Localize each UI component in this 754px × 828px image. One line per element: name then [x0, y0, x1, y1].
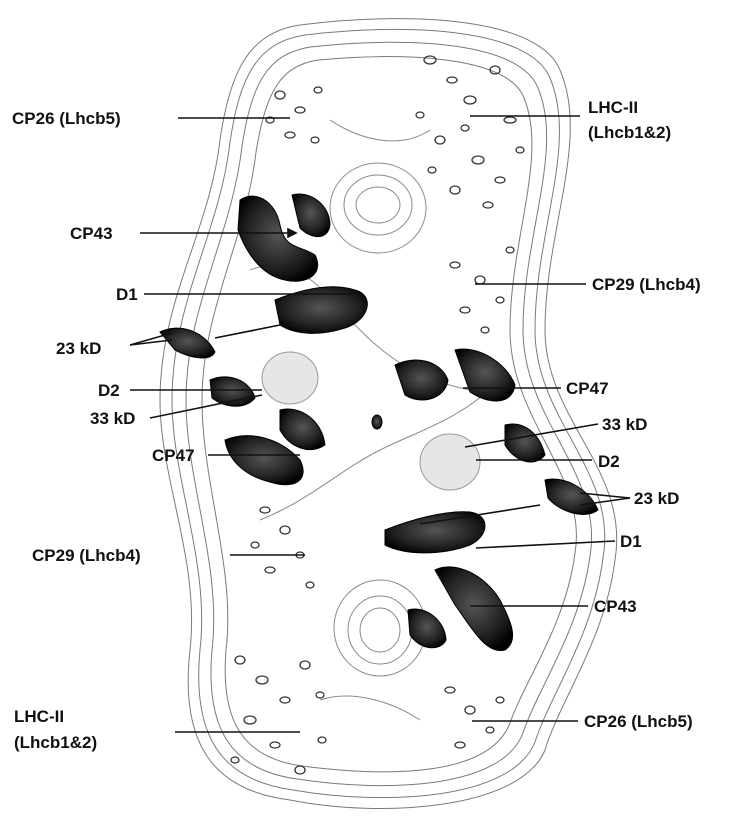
label-lhcii-bottom-line2: (Lhcb1&2)	[14, 733, 97, 752]
label-lhcii-bottom-line1: LHC-II	[14, 707, 64, 726]
label-lhcii-top-line1: LHC-II	[588, 98, 638, 117]
cp26-top-patch	[266, 87, 322, 143]
cp43-bottom-density	[435, 567, 513, 651]
cp29-left-patch	[251, 507, 314, 588]
cp47-left-density-2	[280, 409, 325, 450]
kd23-right-density	[545, 479, 598, 514]
label-cp26-bottom: CP26 (Lhcb5)	[584, 712, 693, 731]
label-23kd-left: 23 kD	[56, 339, 101, 358]
label-cp29-left: CP29 (Lhcb4)	[32, 546, 141, 565]
cp29-right-patch	[450, 247, 514, 333]
cp43-bottom-density-2	[408, 609, 446, 648]
label-cp26-top: CP26 (Lhcb5)	[12, 109, 121, 128]
center-density	[372, 415, 382, 429]
label-d1-right: D1	[620, 532, 642, 551]
label-cp43-right: CP43	[594, 597, 637, 616]
lhcii-bottom-patch	[231, 656, 326, 774]
label-d1-left: D1	[116, 285, 138, 304]
label-cp47-right: CP47	[566, 379, 609, 398]
label-cp29-right: CP29 (Lhcb4)	[592, 275, 701, 294]
d1-right-density	[385, 512, 485, 553]
label-lhcii-top-line2: (Lhcb1&2)	[588, 123, 671, 142]
label-cp47-left: CP47	[152, 446, 195, 465]
label-33kd-left: 33 kD	[90, 409, 135, 428]
label-33kd-right: 33 kD	[602, 415, 647, 434]
label-23kd-right: 23 kD	[634, 489, 679, 508]
cp47-right-density	[395, 360, 448, 400]
cp43-top-density-2	[292, 194, 330, 237]
outer-contours	[160, 19, 617, 809]
labels: CP26 (Lhcb5) LHC-II (Lhcb1&2) CP43 CP29 …	[12, 98, 701, 752]
kd23-top-density	[160, 328, 215, 358]
cp26-bottom-patch	[445, 687, 504, 748]
label-d2-left: D2	[98, 381, 120, 400]
label-d2-right: D2	[598, 452, 620, 471]
cp47-right-density-2	[455, 349, 515, 401]
label-cp43-left: CP43	[70, 224, 113, 243]
